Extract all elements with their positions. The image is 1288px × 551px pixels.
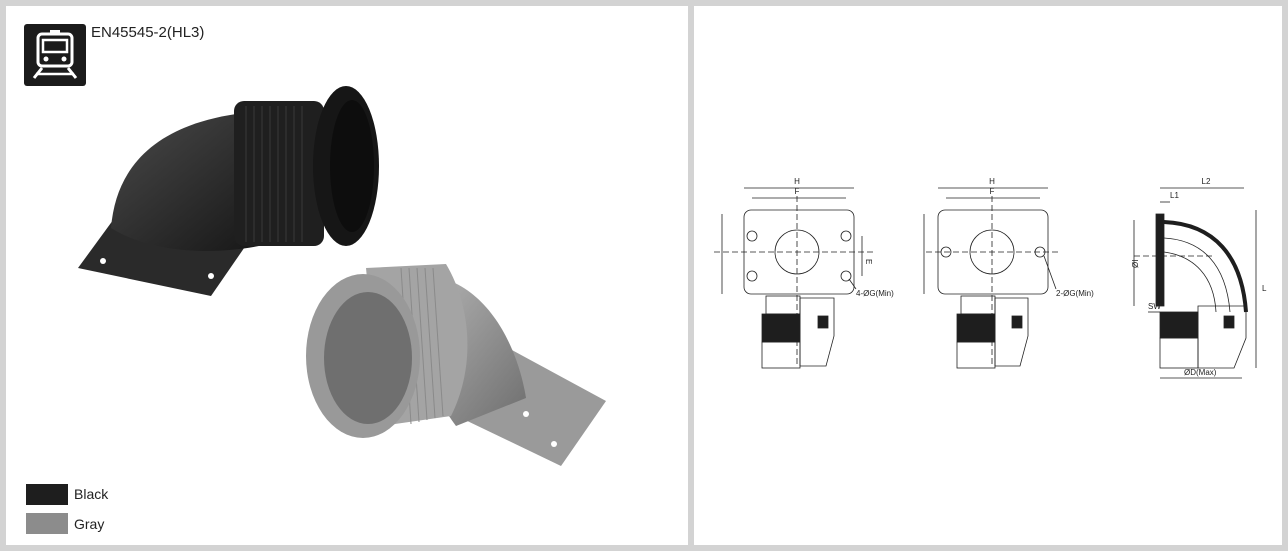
- dimension-drawings: H F E 4-ØG(Min) H F 2-ØG(Min): [714, 177, 1267, 379]
- dim-f-2: F: [990, 187, 995, 196]
- black-color-swatch: [26, 484, 68, 505]
- dim-e: E: [864, 259, 873, 264]
- dim-h-2: H: [989, 177, 995, 186]
- dim-l1: L1: [1170, 191, 1179, 200]
- two-hole-flange-view: [923, 187, 1058, 369]
- dim-i: ØI: [1131, 260, 1140, 268]
- four-hole-flange-view: [714, 187, 874, 369]
- dim-4g: 4-ØG(Min): [856, 289, 894, 298]
- technical-drawing-panel: H F E 4-ØG(Min) H F 2-ØG(Min): [694, 6, 1282, 545]
- gray-color-label: Gray: [74, 516, 105, 532]
- gray-color-swatch: [26, 513, 68, 534]
- dim-2g: 2-ØG(Min): [1056, 289, 1094, 298]
- dim-l: L: [1262, 284, 1267, 293]
- dim-h-1: H: [794, 177, 800, 186]
- dim-f-1: F: [795, 187, 800, 196]
- black-color-label: Black: [74, 486, 109, 502]
- black-elbow-connector-illustration: [78, 86, 606, 466]
- standard-label: EN45545-2(HL3): [91, 24, 205, 41]
- dim-sw: SW: [1148, 302, 1161, 311]
- side-elbow-view: [1133, 187, 1257, 379]
- dim-l2: L2: [1202, 177, 1211, 186]
- product-photo-panel: EN45545-2(HL3): [6, 6, 688, 545]
- train-icon: [24, 24, 86, 86]
- dim-d: ØD(Max): [1184, 368, 1217, 377]
